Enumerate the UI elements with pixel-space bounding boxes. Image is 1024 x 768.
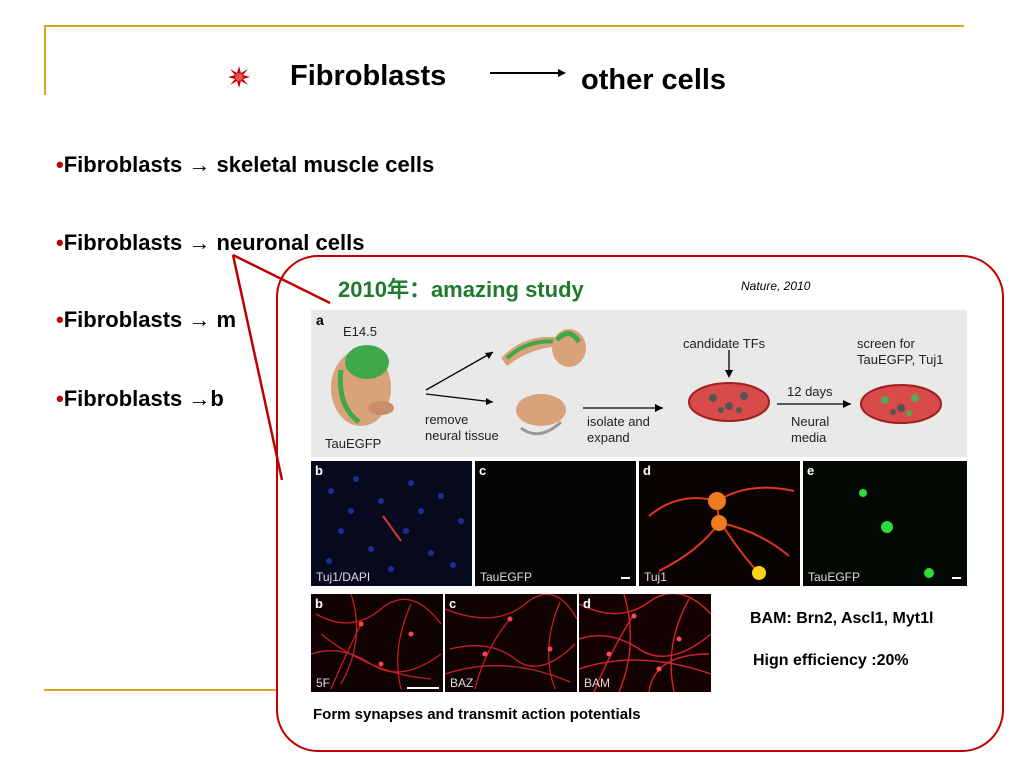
starburst-icon — [228, 66, 250, 88]
bullet-marker: • — [56, 386, 64, 411]
citation: Nature, 2010 — [741, 279, 811, 293]
image-panel-taueegfp-positive: e TauEGFP — [803, 461, 967, 586]
panel-tag: d — [643, 463, 651, 478]
gfp-image — [803, 461, 967, 586]
network-image — [579, 594, 711, 692]
bam-factors-note: BAM: Brn2, Ascl1, Myt1l — [750, 610, 934, 627]
slide-frame-bottom — [44, 689, 294, 691]
panel-tag: a — [316, 312, 324, 328]
bullet-text: Fibroblasts → m — [63, 307, 237, 332]
tfs-label: candidate TFs — [683, 336, 766, 351]
panel-caption: Tuj1 — [644, 570, 667, 584]
title-source: Fibroblasts — [290, 60, 447, 92]
dapi-nuclei-image — [311, 461, 472, 586]
image-panel-tuj1-neurons: d Tuj1 — [639, 461, 800, 586]
panel-tag: e — [807, 463, 815, 478]
bullet-third: •Fibroblasts → m — [56, 307, 236, 333]
bullet-text: Fibroblasts → neuronal cells — [63, 230, 365, 255]
image-panel-tuj1-dapi: b Tuj1/DAPI — [311, 461, 472, 586]
network-image — [311, 594, 443, 692]
panel-tag: b — [315, 463, 323, 478]
scale-bar — [621, 577, 630, 579]
panel-caption: TauEGFP — [480, 570, 533, 584]
stage-label: E14.5 — [343, 324, 377, 339]
image-panel-5f: b 5F — [311, 594, 443, 692]
popup-footer: Form synapses and transmit action potent… — [313, 706, 641, 723]
screen-label: screen for TauEGFP, Tuj1 — [857, 336, 944, 368]
image-panel-bam: d BAM — [579, 594, 711, 692]
panel-tag: c — [479, 463, 487, 478]
bullet-marker: • — [56, 307, 64, 332]
image-panel-taueegfp-negative: c TauEGFP — [475, 461, 636, 586]
panel-caption: Tuj1/DAPI — [316, 570, 371, 584]
days-label: 12 days — [787, 384, 833, 399]
bullet-muscle: •Fibroblasts → skeletal muscle cells — [56, 152, 434, 178]
efficiency-note: Hign efficiency :20% — [753, 652, 909, 669]
isolate-step-label: isolate and expand — [587, 414, 650, 446]
slide-frame-top — [44, 25, 964, 27]
bullet-text: Fibroblasts → skeletal muscle cells — [63, 152, 435, 177]
title-arrow-icon — [490, 69, 566, 77]
protocol-illustration — [331, 329, 942, 436]
panel-caption: BAZ — [450, 676, 474, 690]
popup-heading: 2010年：amazing study — [338, 277, 584, 302]
scale-bar — [952, 577, 961, 579]
panel-tag: c — [449, 596, 457, 611]
reporter-label: TauEGFP — [325, 436, 382, 451]
bullet-marker: • — [56, 152, 64, 177]
scale-bar — [407, 687, 439, 689]
bullet-fourth: •Fibroblasts →b — [56, 386, 224, 412]
panel-caption: TauEGFP — [808, 570, 861, 584]
network-image — [445, 594, 577, 692]
media-label: Neural media — [791, 414, 830, 446]
bullet-marker: • — [56, 230, 64, 255]
neuron-image — [639, 461, 800, 586]
panel-caption: BAM — [584, 676, 611, 690]
panel-tag: b — [315, 596, 323, 611]
image-panel-baz: c BAZ — [445, 594, 577, 692]
bullet-neuronal: •Fibroblasts → neuronal cells — [56, 230, 364, 256]
remove-step-label: remove neural tissue — [425, 412, 499, 444]
slide-frame-left — [44, 25, 46, 95]
protocol-figure: a E14.5 TauEGFP remove neura — [311, 310, 967, 457]
title-target: other cells — [581, 64, 727, 96]
bullet-text: Fibroblasts →b — [63, 386, 224, 411]
panel-tag: d — [583, 596, 591, 611]
panel-caption: 5F — [316, 676, 331, 690]
